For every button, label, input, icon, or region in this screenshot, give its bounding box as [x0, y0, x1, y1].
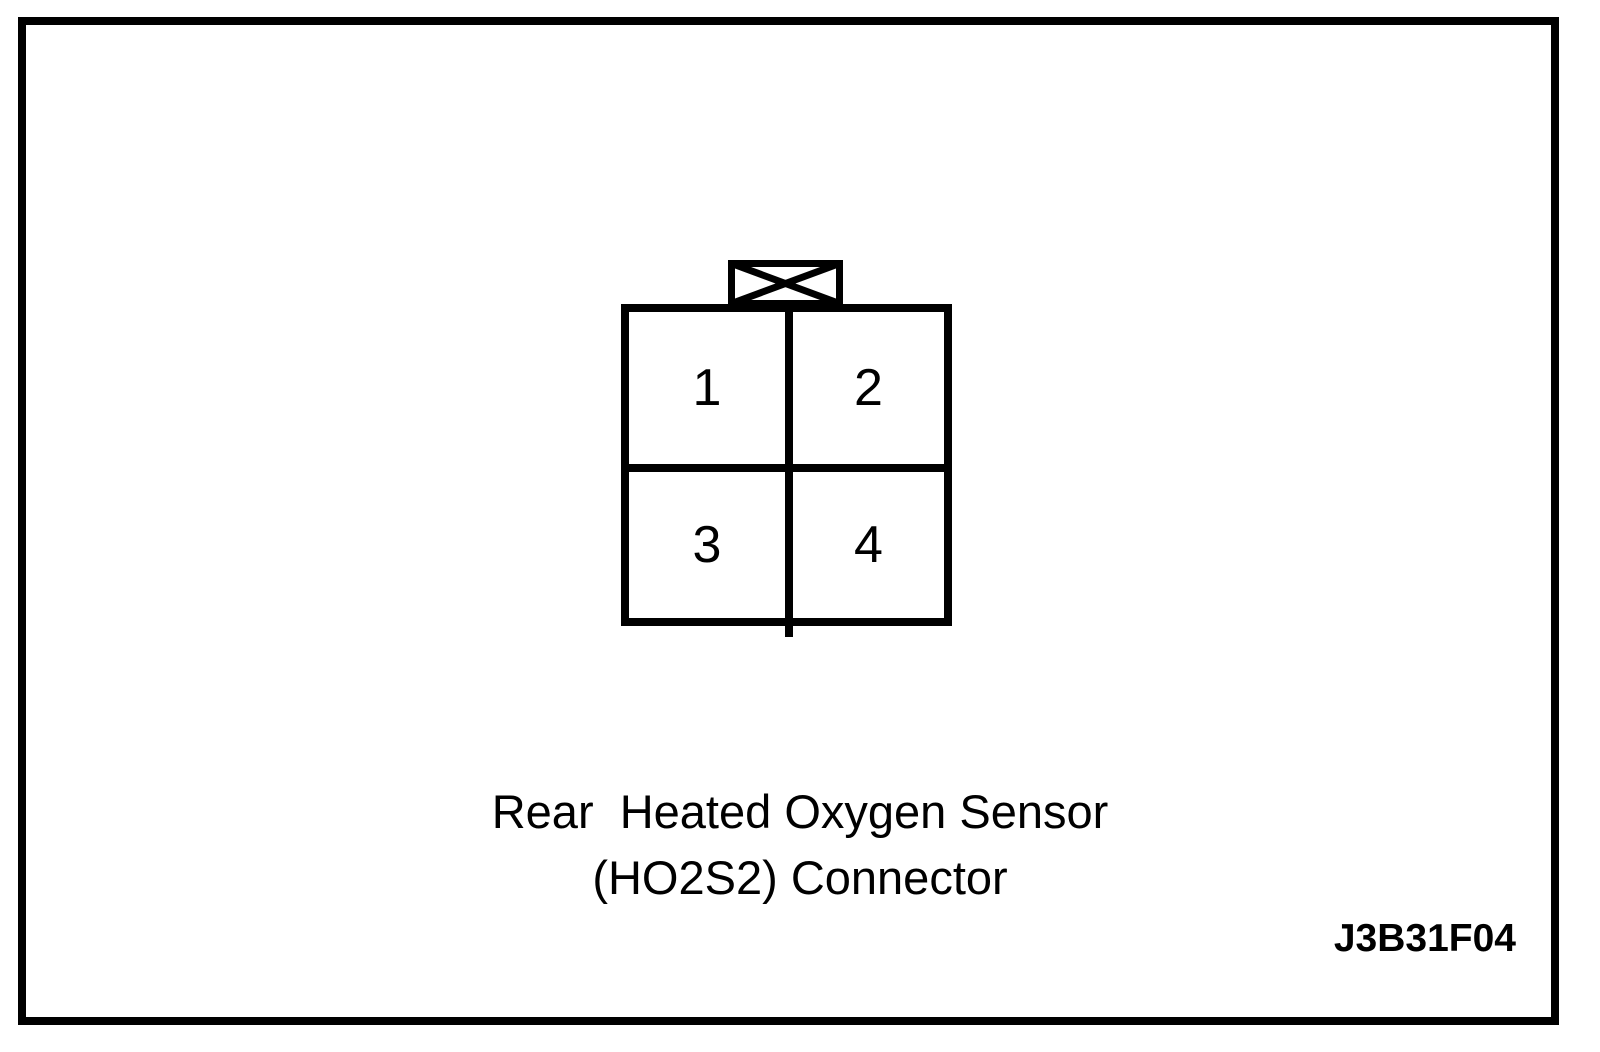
- caption-line-2: (HO2S2) Connector: [592, 851, 1008, 904]
- pin-cell-4: 4: [793, 472, 944, 618]
- connector-latch-icon: [728, 260, 843, 307]
- figure-code: J3B31F04: [1333, 917, 1516, 960]
- pin-number-3: 3: [692, 516, 722, 574]
- pin-number-4: 4: [854, 516, 883, 574]
- figure-caption: Rear Heated Oxygen Sensor (HO2S2) Connec…: [0, 779, 1600, 911]
- pin-cell-2: 2: [793, 312, 944, 472]
- pin-cell-3: 3: [629, 472, 793, 618]
- pin-cell-1: 1: [629, 312, 793, 472]
- grid-center-line-tail: [785, 624, 793, 637]
- caption-line-1: Rear Heated Oxygen Sensor: [491, 785, 1109, 838]
- pin-number-1: 1: [692, 359, 722, 417]
- pin-number-2: 2: [854, 359, 883, 417]
- figure-border: [18, 17, 1559, 1025]
- connector-pin-grid: 1 2 3 4: [621, 304, 952, 626]
